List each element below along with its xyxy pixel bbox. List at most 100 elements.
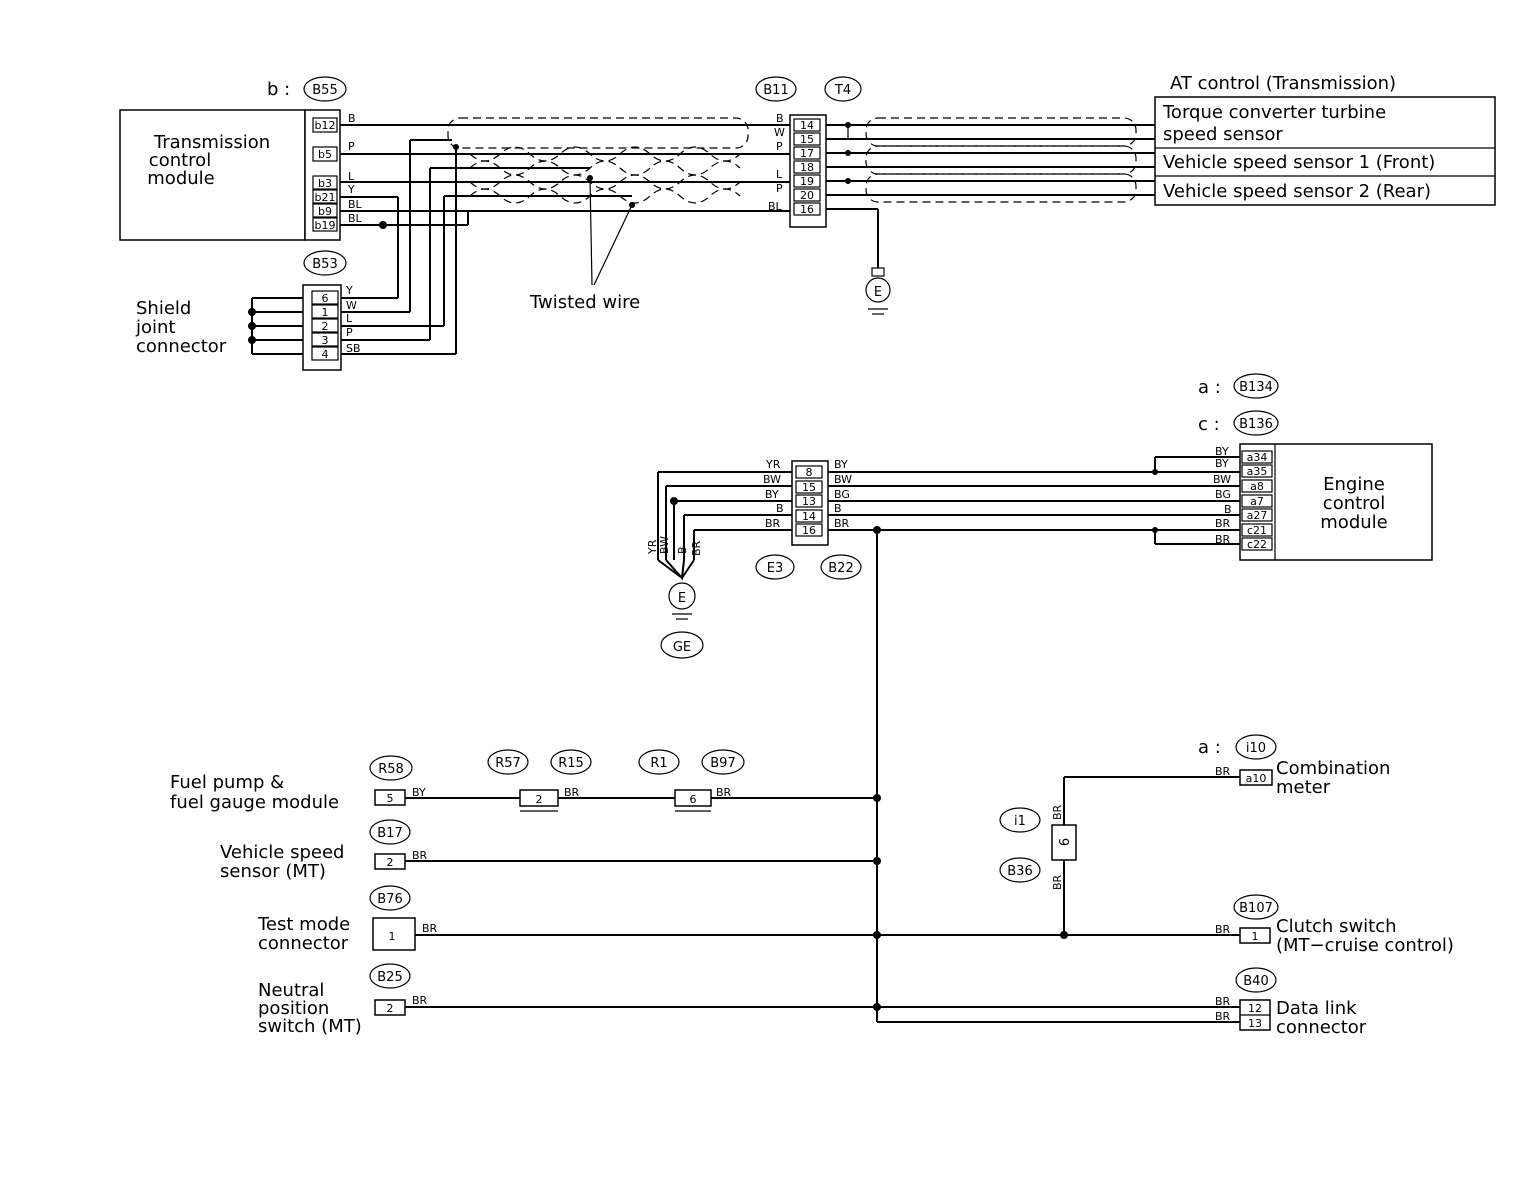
wire-color: BY — [834, 458, 848, 471]
wire-color: B — [1224, 503, 1232, 516]
tcm-label-2: control — [149, 150, 211, 171]
b11-pin: 14 — [800, 119, 814, 132]
shield-pin: 2 — [322, 320, 329, 333]
wire-color: BR — [422, 922, 438, 935]
tcm-pin: b3 — [318, 177, 332, 190]
shield-label-1: Shield — [136, 298, 191, 319]
vehicle-speed-sensor-mt: Vehicle speed sensor (MT) B17 2 BR — [220, 819, 877, 882]
wire-color: W — [774, 126, 785, 139]
at-item: speed sensor — [1163, 124, 1283, 145]
tcm-connector-badge — [303, 76, 347, 102]
wire-color: P — [776, 140, 783, 153]
wire-color: L — [348, 170, 355, 183]
wire-color: BL — [348, 212, 363, 225]
ground-e-label-2: E — [678, 591, 686, 606]
wire-color: P — [346, 326, 353, 339]
neutral-position-switch: Neutral position switch (MT) B25 2 BR — [258, 963, 1240, 1037]
wire-color: W — [346, 299, 357, 312]
tcm-connector-id: B55 — [312, 83, 337, 98]
wire-color: BW — [763, 473, 781, 486]
wire-color: B — [834, 502, 842, 515]
neutral-label-2: position — [258, 998, 329, 1019]
wire-color: BR — [412, 849, 428, 862]
ecm-conn-a: B134 — [1239, 380, 1273, 395]
tcm-box — [119, 109, 306, 241]
at-item: Vehicle speed sensor 1 (Front) — [1163, 152, 1435, 173]
e3-b22-connector: 8 15 13 14 16 YR BW BY B BR BY BW BG B B… — [646, 456, 1240, 659]
e3-pin: 14 — [802, 510, 816, 523]
wire-color: BR — [1051, 874, 1064, 890]
vss-conn-id: B17 — [377, 826, 402, 841]
b36-id: B36 — [1007, 864, 1032, 879]
shield-pin: 3 — [322, 334, 329, 347]
shield-joint-connector: B53 Shield joint connector 6 1 2 3 4 Y W… — [135, 250, 456, 371]
twisted-wire-label: Twisted wire — [529, 292, 640, 313]
at-control-title: AT control (Transmission) — [1170, 73, 1396, 94]
i1-id: i1 — [1014, 814, 1026, 829]
r1-id: R1 — [650, 756, 667, 771]
dlc-pin: 12 — [1248, 1002, 1262, 1015]
tcm-label-3: module — [147, 168, 214, 189]
b11-t4-connector: B11 T4 B W P L P BL 14 15 17 18 19 20 16 — [755, 76, 1155, 315]
clutch-label-1: Clutch switch — [1276, 916, 1397, 937]
wire-color: BR — [716, 786, 732, 799]
clutch-label-2: (MT−cruise control) — [1276, 935, 1454, 956]
shield-connector-id: B53 — [312, 257, 337, 272]
ecm-prefix-c: c : — [1198, 414, 1220, 435]
tcm-pin: b19 — [315, 219, 336, 232]
b11-pin: 15 — [800, 133, 814, 146]
wire-color: BR — [1215, 923, 1231, 936]
ecm-pin: a34 — [1247, 451, 1268, 464]
wire-color: BR — [412, 994, 428, 1007]
ecm-label-3: module — [1320, 512, 1387, 533]
comb-label-1: Combination — [1276, 758, 1390, 779]
at-control: AT control (Transmission) Torque convert… — [1154, 73, 1496, 206]
ecm-conn-c: B136 — [1239, 417, 1273, 432]
comb-pin: a10 — [1246, 772, 1267, 785]
wire-color: BL — [768, 200, 783, 213]
wire-color: BL — [348, 198, 363, 211]
clutch-conn-id: B107 — [1239, 901, 1273, 916]
wire-color: Y — [345, 284, 353, 297]
wire-color: BR — [564, 786, 580, 799]
wire-color: BR — [1215, 1010, 1231, 1023]
wire-color: BR — [1215, 995, 1231, 1008]
e3-pin: 15 — [802, 481, 816, 494]
e3-id: E3 — [767, 561, 784, 576]
tcm-prefix: b : — [267, 79, 290, 100]
ecm-pin: a7 — [1250, 495, 1264, 508]
engine-control-module: a : B134 c : B136 Engine control module … — [1198, 373, 1433, 561]
tcm-pin: b5 — [318, 148, 332, 161]
r57-pin: 2 — [536, 793, 543, 806]
ecm-pin: a8 — [1250, 480, 1264, 493]
fuel-label-2: fuel gauge module — [170, 792, 339, 813]
wire-color: BG — [1215, 488, 1231, 501]
ecm-pin: c21 — [1247, 524, 1267, 537]
t4-id: T4 — [834, 83, 851, 98]
wire-color: BW — [658, 536, 671, 554]
e3-pin: 13 — [802, 495, 816, 508]
comb-prefix: a : — [1198, 737, 1221, 758]
dlc-label-2: connector — [1276, 1017, 1367, 1038]
test-conn-id: B76 — [377, 892, 402, 907]
test-label-2: connector — [258, 933, 349, 954]
comb-conn-id: i10 — [1246, 741, 1266, 756]
b97-pin: 6 — [690, 793, 697, 806]
ge-id: GE — [673, 640, 691, 655]
data-link-connector: B40 12 13 BR BR Data link connector — [1215, 967, 1367, 1038]
dlc-conn-id: B40 — [1243, 974, 1268, 989]
wire-color: BR — [1051, 804, 1064, 820]
ecm-pin: c22 — [1247, 538, 1267, 551]
e3-pin: 16 — [802, 524, 816, 537]
test-mode-connector: Test mode connector B76 1 BR — [257, 885, 1240, 954]
shield-pin: 4 — [322, 348, 329, 361]
wire-color: P — [776, 182, 783, 195]
comb-label-2: meter — [1276, 777, 1331, 798]
shield-pin: 1 — [322, 306, 329, 319]
fuel-pump-module: Fuel pump & fuel gauge module R58 5 BY R… — [170, 749, 877, 813]
wire-color: BR — [1215, 517, 1231, 530]
vss-label-2: sensor (MT) — [220, 861, 326, 882]
tcm-pin: b21 — [315, 191, 336, 204]
